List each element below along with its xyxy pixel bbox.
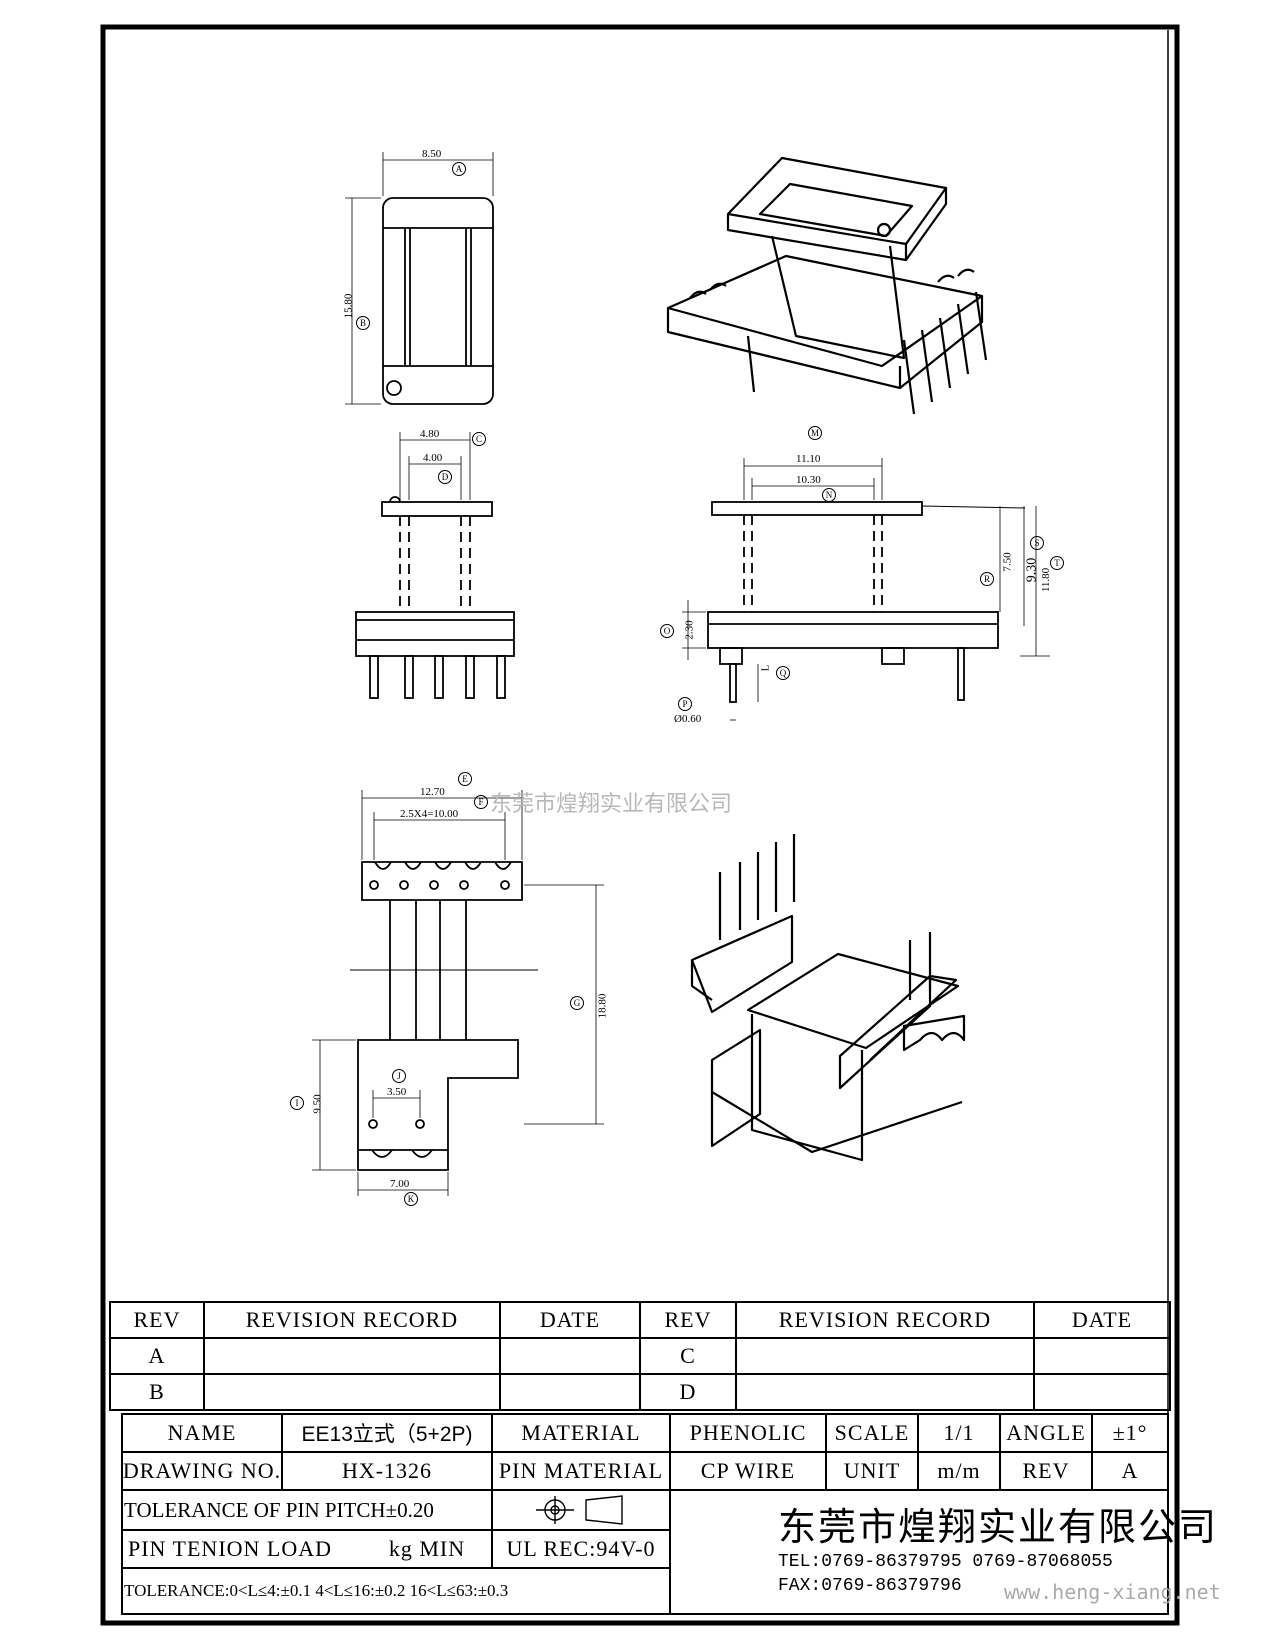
bottom-view: [312, 790, 604, 1196]
company-tel: TEL:0769-86379795 0769-87068055: [778, 1552, 1113, 1572]
pin-load-unit: kg MIN: [388, 1536, 466, 1561]
rev-label: REV: [1022, 1458, 1070, 1483]
dim-height-b: 9.30: [1024, 557, 1040, 583]
dim-pin-length: L: [759, 664, 772, 672]
projection-symbol: [536, 1495, 623, 1525]
callout-s: S: [1030, 536, 1044, 550]
dim-side-inner: 10.30: [796, 474, 821, 486]
dim-side-outer: 11.10: [796, 453, 821, 465]
side-view: [682, 458, 1050, 721]
material-label: MATERIAL: [521, 1420, 641, 1445]
tolerance-line: TOLERANCE:0<L≤4:±0.1 4<L≤16:±0.2 16<L≤63…: [124, 1581, 509, 1600]
callout-t: T: [1050, 556, 1064, 570]
dim-top-height: 15.80: [342, 293, 355, 319]
dim-top-width: 8.50: [422, 148, 442, 160]
angle-value: ±1°: [1112, 1420, 1148, 1445]
rev-row-a: A: [148, 1343, 166, 1368]
dim-height-c: 11.80: [1040, 567, 1053, 593]
revision-record-header-2: REVISION RECORD: [778, 1307, 992, 1332]
pin-load-label: PIN TENION LOAD: [128, 1536, 333, 1561]
callout-a: A: [452, 162, 466, 176]
rev-row-d: D: [679, 1379, 697, 1404]
rev-value: A: [1121, 1458, 1139, 1483]
callout-m: M: [808, 426, 822, 440]
callout-b: B: [356, 316, 370, 330]
unit-label: UNIT: [843, 1458, 901, 1483]
dim-lower-height: 9.50: [311, 1094, 324, 1114]
callout-r: R: [980, 572, 994, 586]
dim-base-thickness: 2.30: [683, 620, 696, 640]
dim-lower-width: 7.00: [390, 1178, 410, 1190]
date-header-2: DATE: [1071, 1307, 1133, 1332]
unit-value: m/m: [937, 1458, 981, 1483]
rev-header-1: REV: [133, 1307, 181, 1332]
pin-material-label: PIN MATERIAL: [498, 1458, 664, 1483]
isometric-view-bottom: [690, 834, 966, 1162]
material-value: PHENOLIC: [689, 1420, 807, 1445]
title-block: [121, 1413, 1169, 1615]
name-value: EE13立式（5+2P): [301, 1423, 473, 1446]
top-view: [345, 152, 494, 405]
isometric-view-top: [666, 156, 988, 415]
rev-row-b: B: [149, 1379, 165, 1404]
dim-front-inner: 4.00: [423, 452, 443, 464]
dim-overall-length: 18.80: [596, 993, 609, 1019]
dim-bottom-width: 12.70: [420, 786, 445, 798]
front-view: [355, 432, 515, 699]
dim-front-outer: 4.80: [420, 428, 440, 440]
pin-material-value: CP WIRE: [700, 1458, 796, 1483]
callout-i: I: [290, 1096, 304, 1110]
dim-pin-diameter: Ø0.60: [674, 713, 702, 725]
watermark-center: 东莞市煌翔实业有限公司: [490, 792, 733, 817]
callout-d: D: [438, 470, 452, 484]
drawing-no-value: HX-1326: [341, 1458, 433, 1483]
revision-record-header-1: REVISION RECORD: [245, 1307, 459, 1332]
rev-header-2: REV: [664, 1307, 712, 1332]
callout-j: J: [392, 1069, 406, 1083]
callout-n: N: [822, 488, 836, 502]
callout-g: G: [570, 996, 584, 1010]
rev-row-c: C: [680, 1343, 696, 1368]
dim-pin-pitch: 2.5X4=10.00: [400, 808, 459, 820]
callout-p: P: [678, 697, 692, 711]
scale-value: 1/1: [943, 1420, 975, 1445]
callout-e: E: [458, 772, 472, 786]
date-header-1: DATE: [539, 1307, 601, 1332]
angle-label: ANGLE: [1006, 1420, 1086, 1445]
dim-height-a: 7.50: [1001, 552, 1014, 572]
company-name: 东莞市煌翔实业有限公司: [778, 1505, 1219, 1549]
revision-table: [109, 1301, 1171, 1411]
scale-label: SCALE: [834, 1420, 910, 1445]
drawing-no-label: DRAWING NO.: [122, 1458, 282, 1483]
name-label: NAME: [167, 1420, 237, 1445]
callout-q: Q: [776, 666, 790, 680]
callout-f: F: [474, 795, 488, 809]
company-fax: FAX:0769-86379796: [778, 1576, 962, 1596]
dim-lower-pitch: 3.50: [387, 1086, 407, 1098]
sheet-border: [100, 24, 1180, 1626]
callout-o: O: [660, 624, 674, 638]
callout-k: K: [404, 1192, 418, 1206]
tolerance-pitch: TOLERANCE OF PIN PITCH±0.20: [124, 1497, 434, 1522]
ul-rec: UL REC:94V-0: [506, 1536, 656, 1561]
callout-c: C: [472, 432, 486, 446]
website-watermark: www.heng-xiang.net: [1004, 1580, 1221, 1604]
